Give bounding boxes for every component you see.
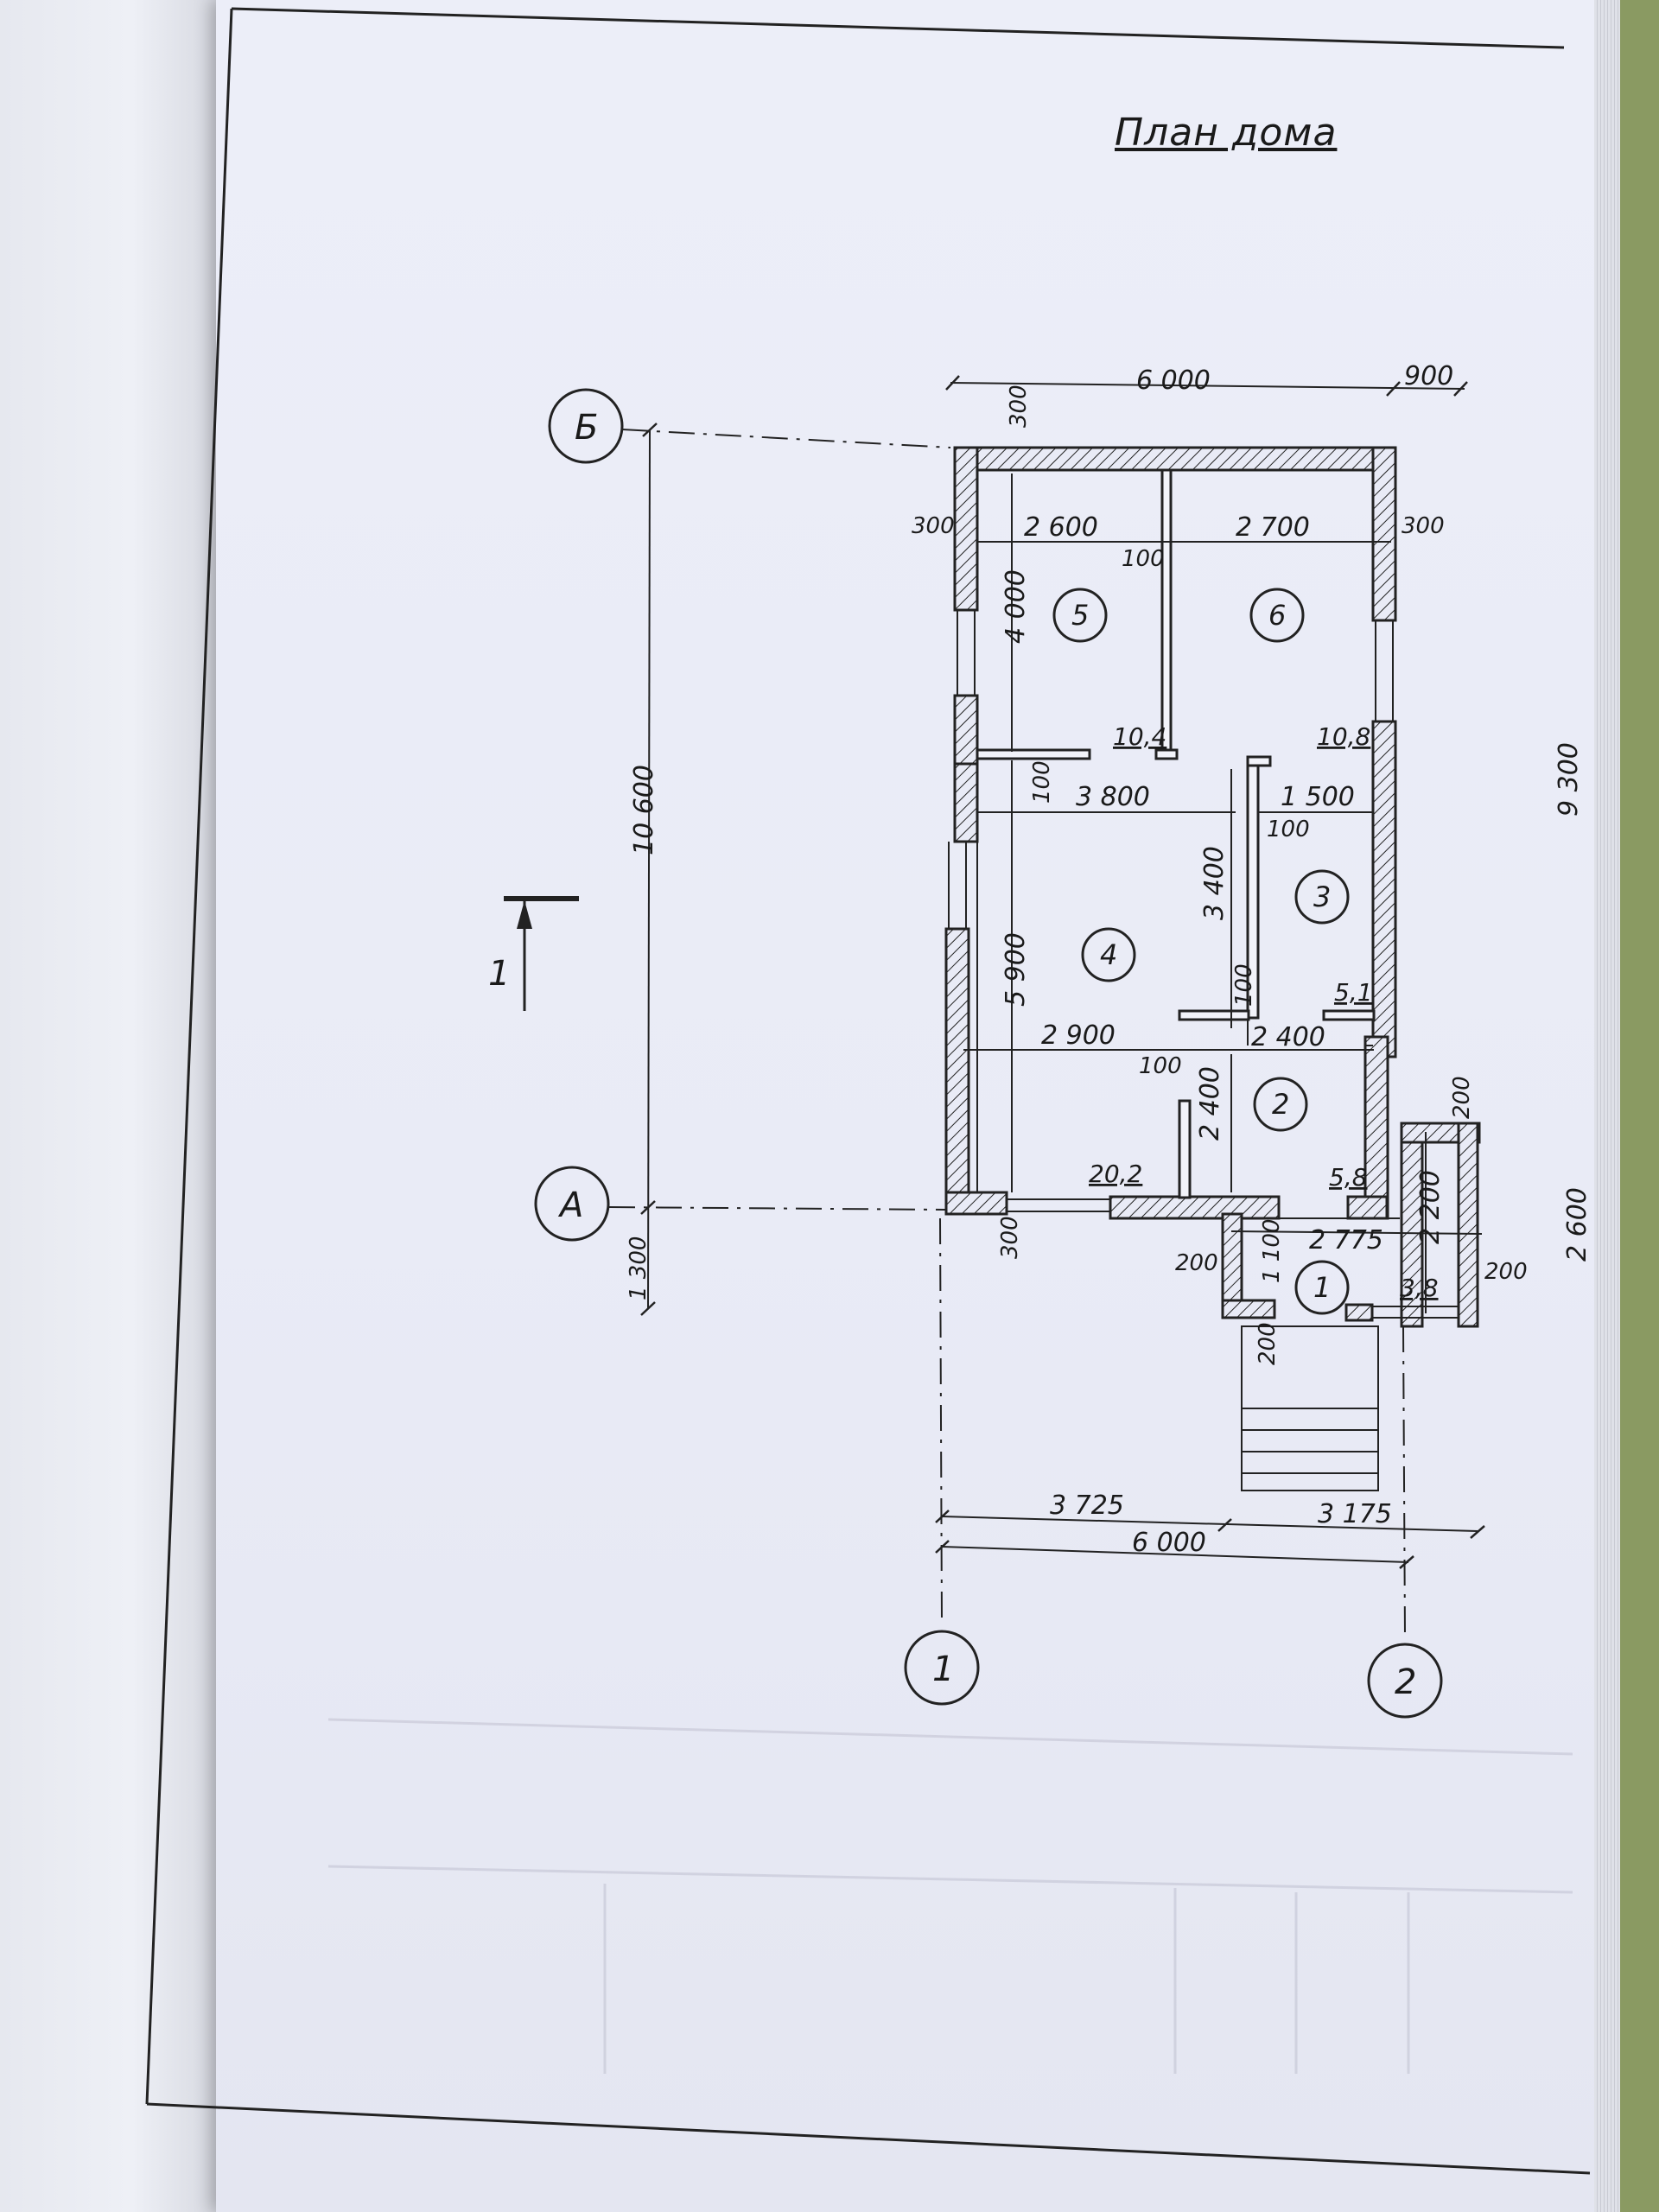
room-5-area: 10,4 [1113, 722, 1166, 751]
frame-left [145, 8, 233, 2105]
dim-partition-54: 100 [1029, 760, 1055, 804]
section-mark: 1 [488, 896, 579, 1011]
axis-bubble-2 [1367, 1643, 1443, 1719]
dim-porch-wall-bottom: 200 [1255, 1322, 1281, 1365]
dim-room4-depth: 5 900 [1001, 932, 1031, 1007]
dim-overall-ba: 10 600 [629, 765, 659, 855]
room-3-number: 3 [1313, 880, 1331, 913]
dim-partition-42: 100 [1139, 1053, 1182, 1079]
dim-right-porch: 2 600 [1562, 1187, 1592, 1262]
dim-overall-porch: 1 300 [626, 1236, 652, 1300]
dim-porch-wall-left: 200 [1175, 1250, 1218, 1276]
room-3-area: 5,1 [1334, 978, 1373, 1007]
axis-lines [608, 429, 1406, 1638]
room-6-area: 10,8 [1317, 722, 1370, 751]
axis-bubble-b [548, 388, 624, 464]
room-6-number: 6 [1268, 599, 1286, 632]
dim-room4-width-bottom: 2 900 [1041, 1020, 1116, 1051]
axis-label-b: Б [575, 408, 598, 448]
partitions [976, 468, 1376, 1199]
room-2-area: 5,8 [1329, 1163, 1368, 1192]
dimension-lines [647, 382, 1483, 1563]
dim-porch-depth: 2 200 [1415, 1170, 1446, 1244]
room-markers: 5 10,4 6 10,8 3 5,1 4 20,2 2 5,8 1 3,8 [1052, 588, 1439, 1315]
axis-label-a: А [557, 1185, 583, 1225]
dim-porch-inner: 1 100 [1259, 1219, 1285, 1283]
axis-label-2: 2 [1395, 1662, 1416, 1702]
dimension-ticks [640, 375, 1485, 1569]
frame-top [231, 7, 1565, 49]
room-4-number: 4 [1100, 938, 1117, 971]
dim-partition-34: 100 [1231, 963, 1257, 1007]
dim-room6-width: 2 700 [1236, 512, 1310, 543]
dim-room5-depth: 4 000 [1001, 569, 1031, 644]
frame-bottom [146, 2102, 1591, 2175]
dim-partition-56: 100 [1122, 546, 1165, 572]
room-5-number: 5 [1071, 599, 1089, 632]
room-1-area: 3,8 [1400, 1274, 1439, 1302]
dim-room2-width: 2 400 [1251, 1022, 1325, 1052]
dim-partition-3: 100 [1267, 817, 1310, 842]
section-mark-label: 1 [488, 954, 510, 994]
dim-wall-left: 300 [912, 513, 955, 539]
dim-bottom-left: 3 725 [1050, 1491, 1124, 1521]
dim-wall-right: 300 [1402, 513, 1445, 539]
dim-room3-depth: 3 400 [1199, 846, 1230, 920]
dim-room2-depth: 2 400 [1195, 1066, 1225, 1141]
left-page [0, 0, 220, 2212]
room-4-area: 20,2 [1089, 1160, 1142, 1188]
dim-room3-width: 1 500 [1281, 782, 1355, 812]
dim-porch-wall-side: 200 [1484, 1259, 1528, 1285]
dim-porch-width: 2 775 [1309, 1225, 1383, 1255]
dim-top-extra: 900 [1404, 361, 1453, 391]
stairs [1241, 1325, 1379, 1491]
windows [948, 610, 1459, 1319]
room-2-number: 2 [1272, 1088, 1289, 1121]
page-edge [1594, 0, 1620, 2212]
axis-label-1: 1 [932, 1649, 954, 1689]
room-lines [976, 750, 1400, 1300]
drawing-title: План дома [1115, 111, 1338, 155]
axis-bubble-1 [904, 1630, 980, 1706]
dim-wall-top: 300 [1006, 385, 1032, 428]
title-block-ghost [327, 1718, 1573, 2074]
exterior-walls [944, 446, 1481, 1328]
room-1-number: 1 [1313, 1271, 1331, 1304]
axis-bubble-a [534, 1166, 610, 1242]
dim-right-overall: 9 300 [1554, 742, 1584, 817]
dim-bottom-right: 3 175 [1318, 1499, 1392, 1529]
dim-top-overall: 6 000 [1136, 365, 1211, 396]
dim-wall-bottom-left: 300 [997, 1216, 1023, 1259]
dim-porch-wall-top: 200 [1449, 1076, 1475, 1119]
axis-bubbles: Б А 1 2 [534, 388, 1443, 1719]
dim-bottom-overall: 6 000 [1132, 1528, 1206, 1558]
dimension-texts: 6 000 900 2 600 2 700 300 300 100 3 800 … [626, 361, 1592, 1558]
dim-room5-width: 2 600 [1024, 512, 1098, 543]
dim-room4-width-top: 3 800 [1076, 782, 1150, 812]
